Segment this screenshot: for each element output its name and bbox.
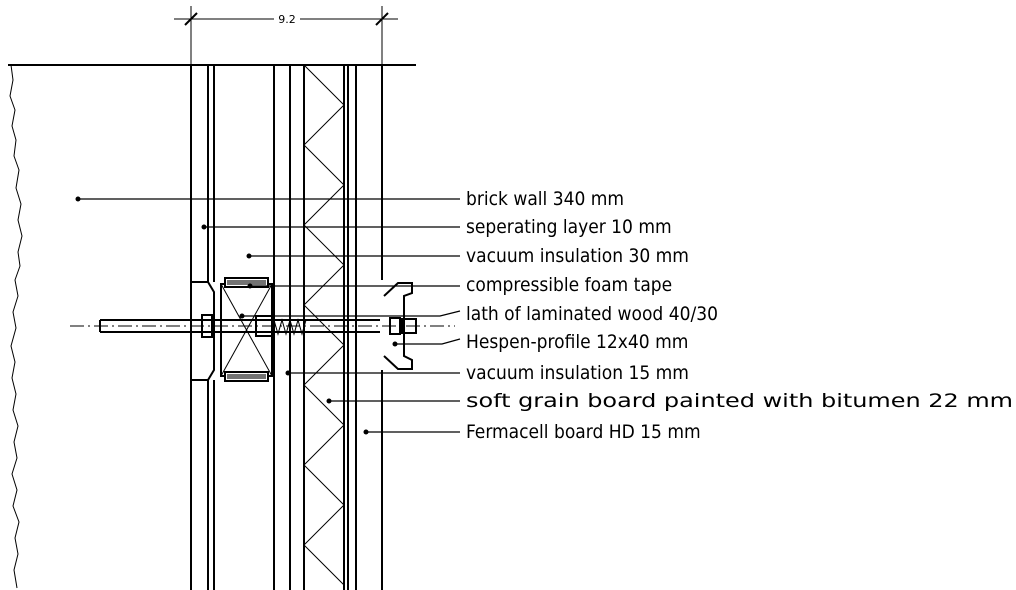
label-separating-layer: seperating layer 10 mm xyxy=(466,216,672,238)
grain-board-zigzag xyxy=(303,64,345,586)
label-foam-tape: compressible foam tape xyxy=(466,274,672,296)
layer-lines xyxy=(190,65,383,590)
label-hespen-profile: Hespen-profile 12x40 mm xyxy=(466,331,688,353)
label-vacuum-insulation-15: vacuum insulation 15 mm xyxy=(466,362,689,384)
foam-tape-element xyxy=(224,277,269,382)
dimension-value: 9.2 xyxy=(278,13,296,26)
wedge-element xyxy=(190,281,215,381)
hespen-profile-element xyxy=(383,282,413,370)
label-lath: lath of laminated wood 40/30 xyxy=(466,303,718,325)
label-grain-board: soft grain board painted with bitumen 22… xyxy=(466,390,1013,412)
label-vacuum-insulation-30: vacuum insulation 30 mm xyxy=(466,245,689,267)
dimension-annotation: 9.2 xyxy=(174,6,398,66)
label-fermacell-board: Fermacell board HD 15 mm xyxy=(466,421,701,443)
labels: brick wall 340 mm seperating layer 10 mm… xyxy=(466,188,1013,443)
leader-lines xyxy=(75,196,461,435)
lath-element xyxy=(220,283,273,377)
label-brick-wall: brick wall 340 mm xyxy=(466,188,624,210)
spring-element xyxy=(273,318,307,336)
